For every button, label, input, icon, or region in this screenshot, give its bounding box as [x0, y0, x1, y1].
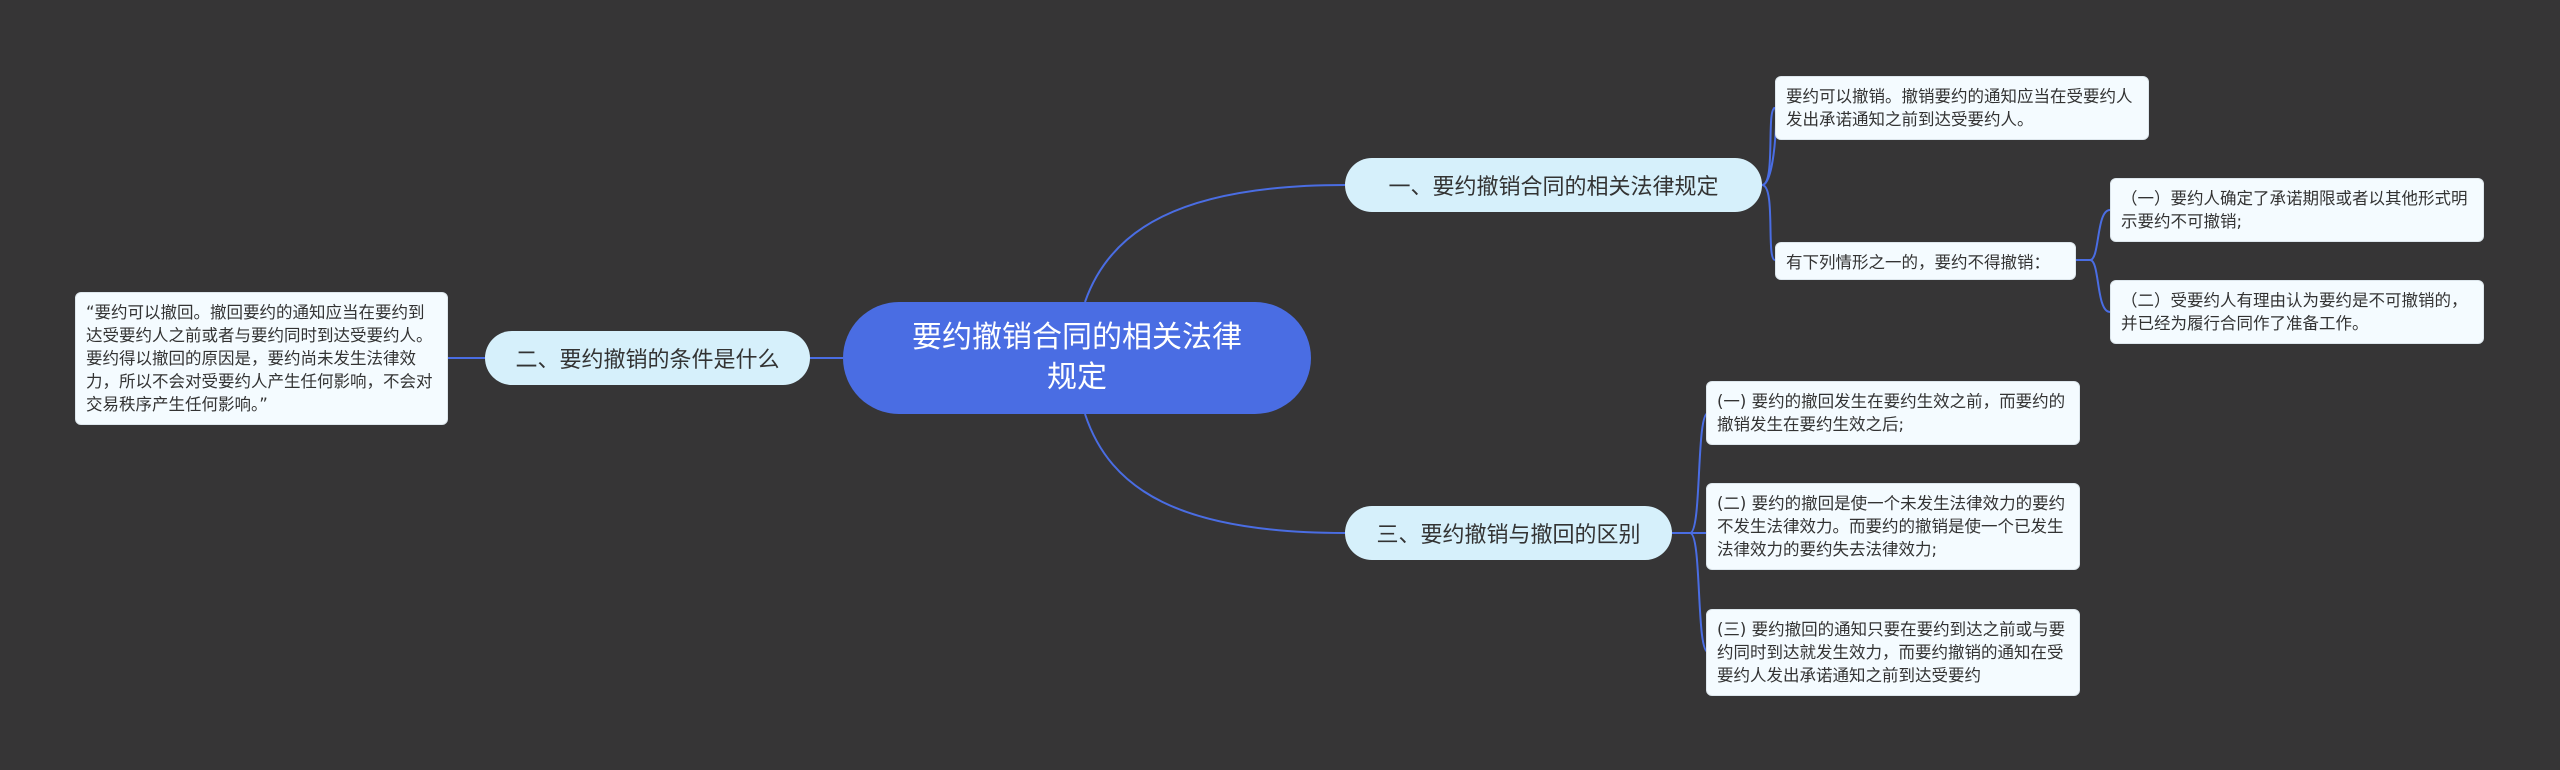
- root-topic-label: 要约撤销合同的相关法律规定: [912, 320, 1242, 395]
- subtopic-3-3-text: (三) 要约撤回的通知只要在要约到达之前或与要约同时到达就发生效力，而要约撤销的…: [1717, 620, 2066, 685]
- link-c2-g1: [2076, 209, 2112, 261]
- link-b3-c3: [1672, 532, 1709, 653]
- subtopic-3-1[interactable]: (一) 要约的撤回发生在要约生效之前，而要约的撤销发生在要约生效之后;: [1706, 381, 2080, 445]
- subtopic-1-2-2[interactable]: （二）受要约人有理由认为要约是不可撤销的，并已经为履行合同作了准备工作。: [2110, 280, 2484, 344]
- subtopic-3-3[interactable]: (三) 要约撤回的通知只要在要约到达之前或与要约同时到达就发生效力，而要约撤销的…: [1706, 609, 2080, 696]
- link-root-branch-3: [1084, 413, 1346, 534]
- link-b1-c1b: [1761, 107, 1776, 186]
- subtopic-3-2[interactable]: (二) 要约的撤回是使一个未发生法律效力的要约不发生法律效力。而要约的撤销是使一…: [1706, 483, 2080, 570]
- subtopic-3-1-text: (一) 要约的撤回发生在要约生效之前，而要约的撤销发生在要约生效之后;: [1717, 392, 2066, 434]
- link-b3-c1: [1672, 412, 1709, 534]
- root-topic[interactable]: 要约撤销合同的相关法律规定: [843, 302, 1311, 414]
- subtopic-1-2-text: 有下列情形之一的，要约不得撤销：: [1786, 253, 2050, 272]
- subtopic-2-1-text: “要约可以撤回。撤回要约的通知应当在要约到达受要约人之前或者与要约同时到达受要约…: [86, 303, 433, 414]
- subtopic-1-2-1-text: （一）要约人确定了承诺期限或者以其他形式明示要约不可撤销;: [2121, 189, 2468, 231]
- branch-topic-3-label: 三、要约撤销与撤回的区别: [1376, 523, 1641, 548]
- branch-topic-1[interactable]: 一、要约撤销合同的相关法律规定: [1345, 158, 1762, 212]
- subtopic-1-2-1[interactable]: （一）要约人确定了承诺期限或者以其他形式明示要约不可撤销;: [2110, 178, 2484, 242]
- subtopic-1-2[interactable]: 有下列情形之一的，要约不得撤销：: [1775, 242, 2076, 280]
- subtopic-1-2-2-text: （二）受要约人有理由认为要约是不可撤销的，并已经为履行合同作了准备工作。: [2121, 291, 2468, 333]
- subtopic-1-1[interactable]: 要约可以撤销。撤销要约的通知应当在受要约人发出承诺通知之前到达受要约人。: [1775, 76, 2149, 140]
- branch-topic-1-label: 一、要约撤销合同的相关法律规定: [1388, 175, 1719, 200]
- branch-topic-2[interactable]: 二、要约撤销的条件是什么: [485, 331, 810, 385]
- link-b1-c2: [1761, 184, 1776, 261]
- branch-topic-2-label: 二、要约撤销的条件是什么: [515, 348, 780, 373]
- subtopic-2-1[interactable]: “要约可以撤回。撤回要约的通知应当在要约到达受要约人之前或者与要约同时到达受要约…: [75, 292, 448, 425]
- link-c2-g2: [2076, 259, 2112, 313]
- branch-topic-3[interactable]: 三、要约撤销与撤回的区别: [1345, 506, 1672, 560]
- subtopic-1-1-text: 要约可以撤销。撤销要约的通知应当在受要约人发出承诺通知之前到达受要约人。: [1786, 87, 2133, 129]
- link-root-branch-1: [1084, 184, 1346, 303]
- subtopic-3-2-text: (二) 要约的撤回是使一个未发生法律效力的要约不发生法律效力。而要约的撤销是使一…: [1717, 494, 2066, 559]
